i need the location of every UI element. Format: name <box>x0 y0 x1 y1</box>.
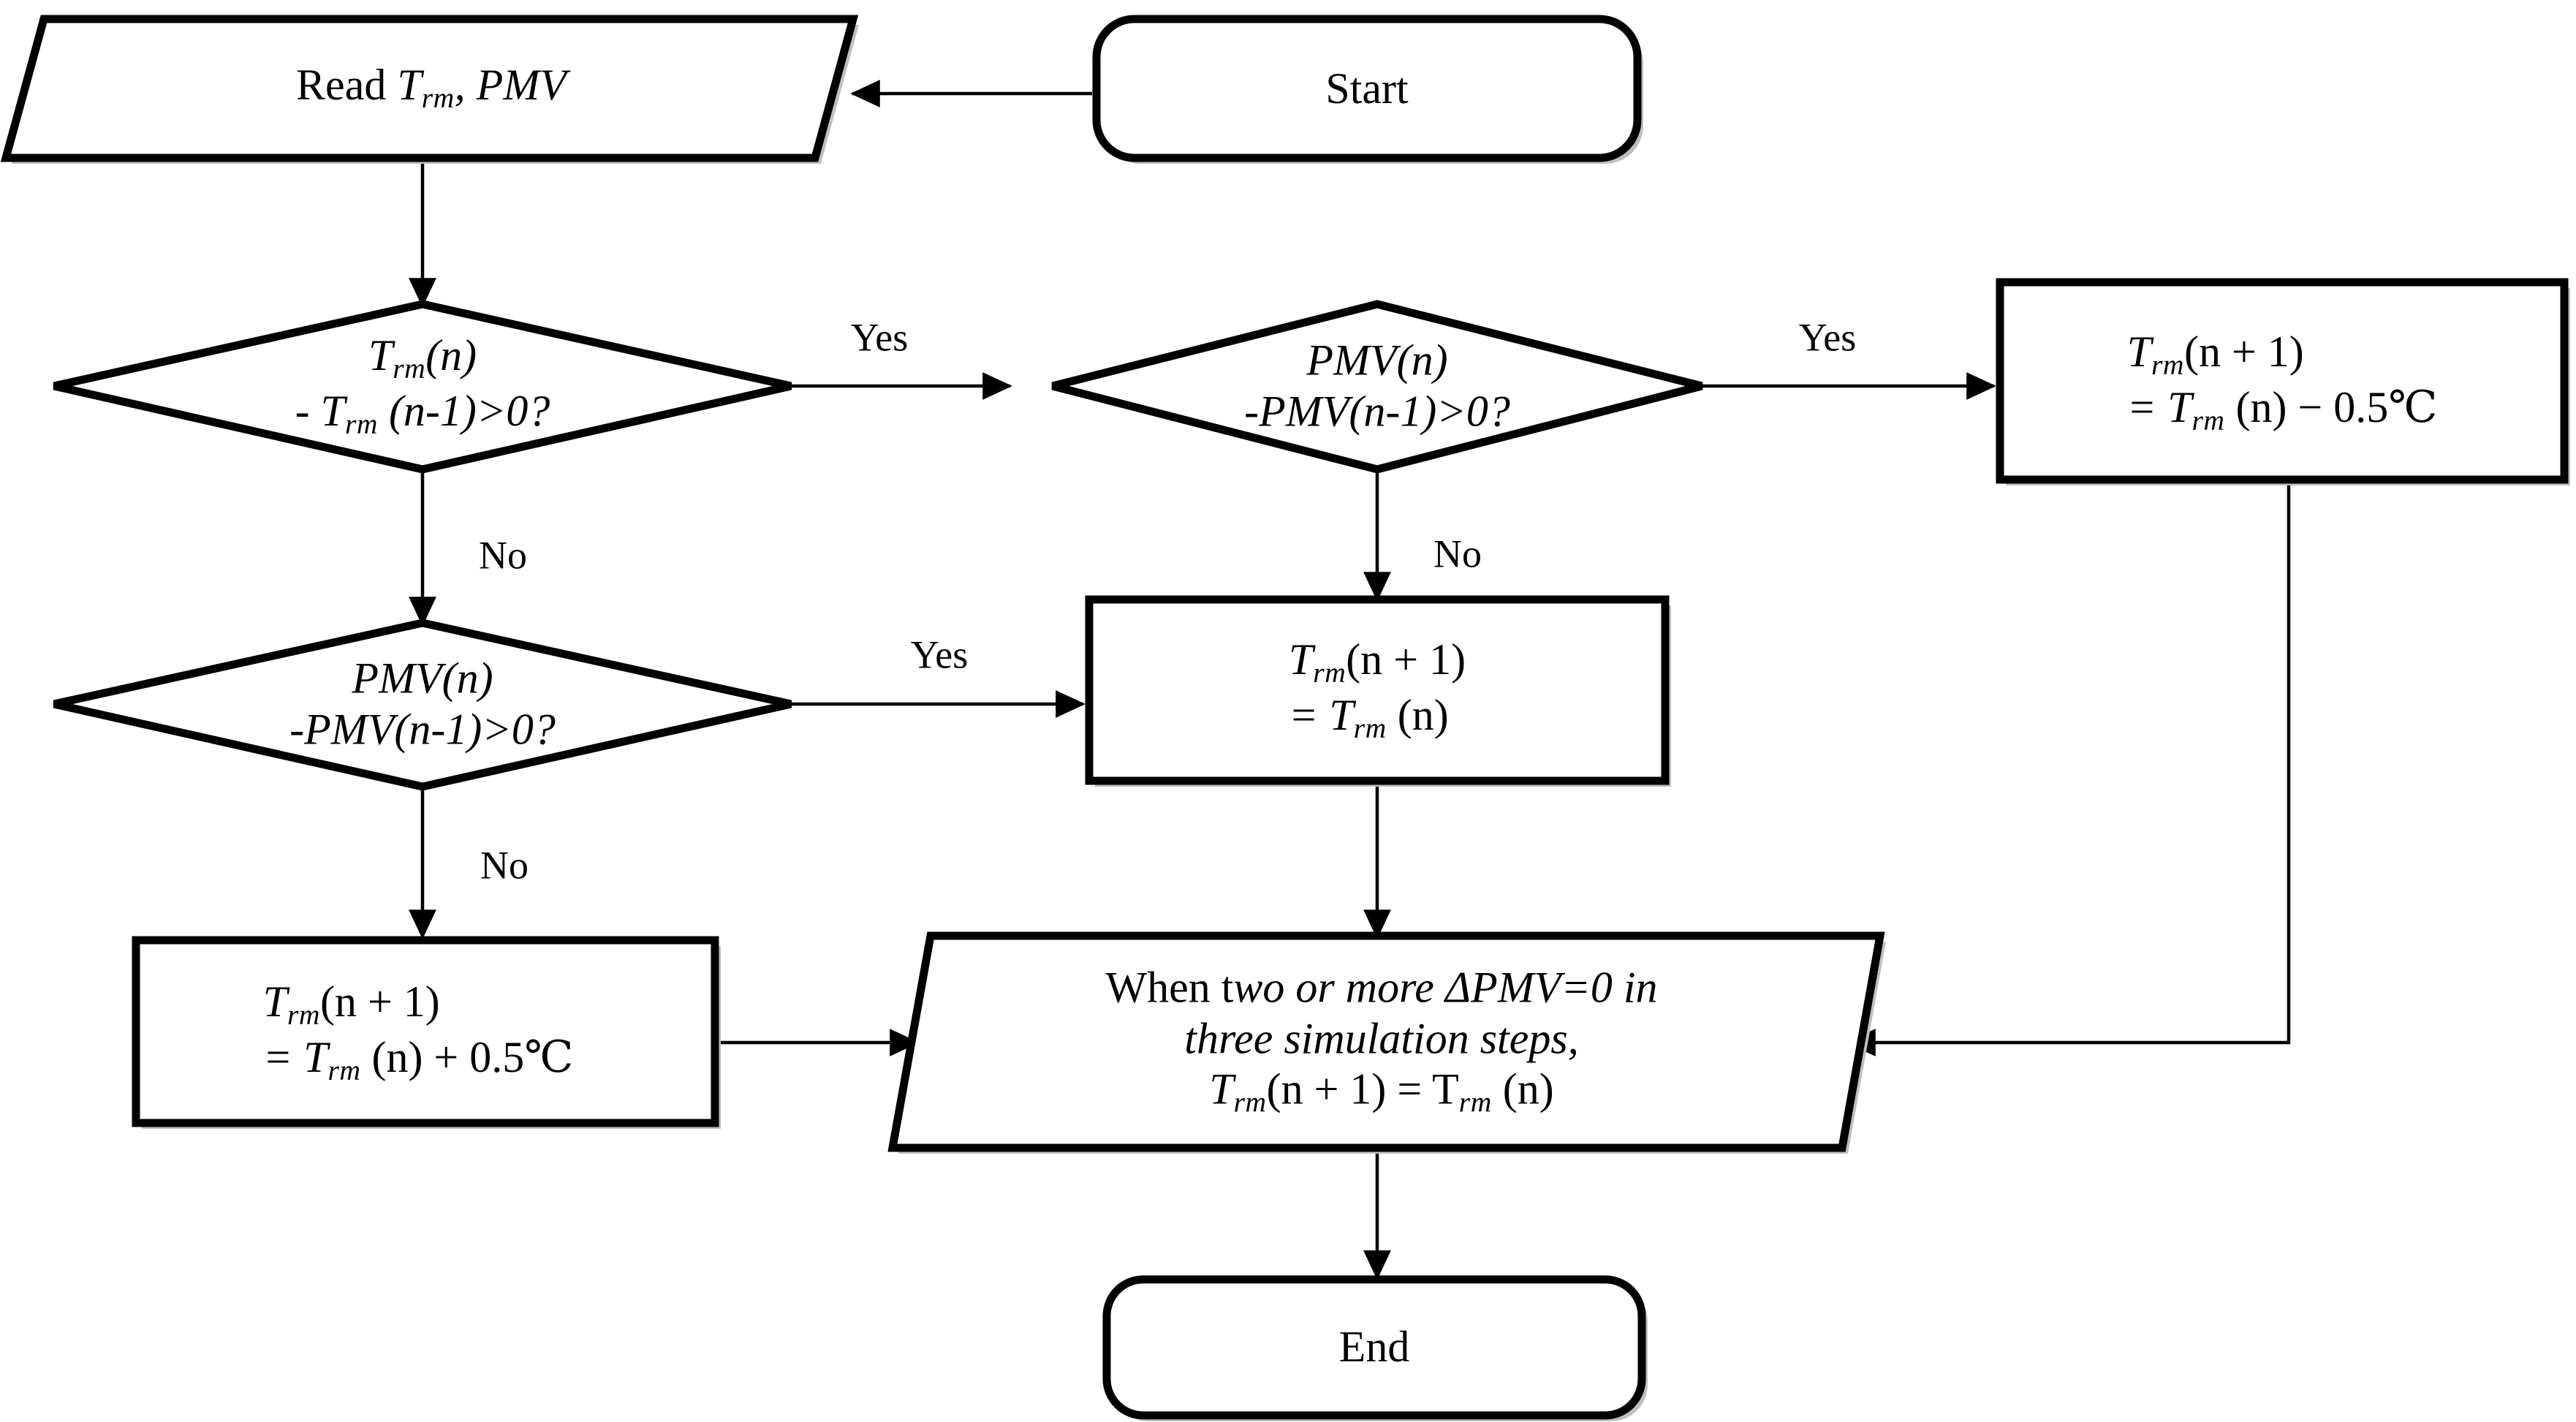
converge-node[interactable] <box>887 931 1885 1152</box>
box-same-node[interactable] <box>1085 595 1670 785</box>
end-node[interactable] <box>1102 1275 1646 1420</box>
read-node[interactable] <box>0 15 859 162</box>
edge-box-minus-to-converge <box>1846 485 2291 1056</box>
decision-pmv-bottom-node[interactable] <box>53 619 792 791</box>
box-minus-node[interactable] <box>1996 278 2569 484</box>
box-plus-node[interactable] <box>132 936 719 1127</box>
decision-pmv-top-node[interactable] <box>1051 300 1703 474</box>
decision-trm-node[interactable] <box>53 300 792 474</box>
start-node[interactable] <box>1092 15 1642 162</box>
